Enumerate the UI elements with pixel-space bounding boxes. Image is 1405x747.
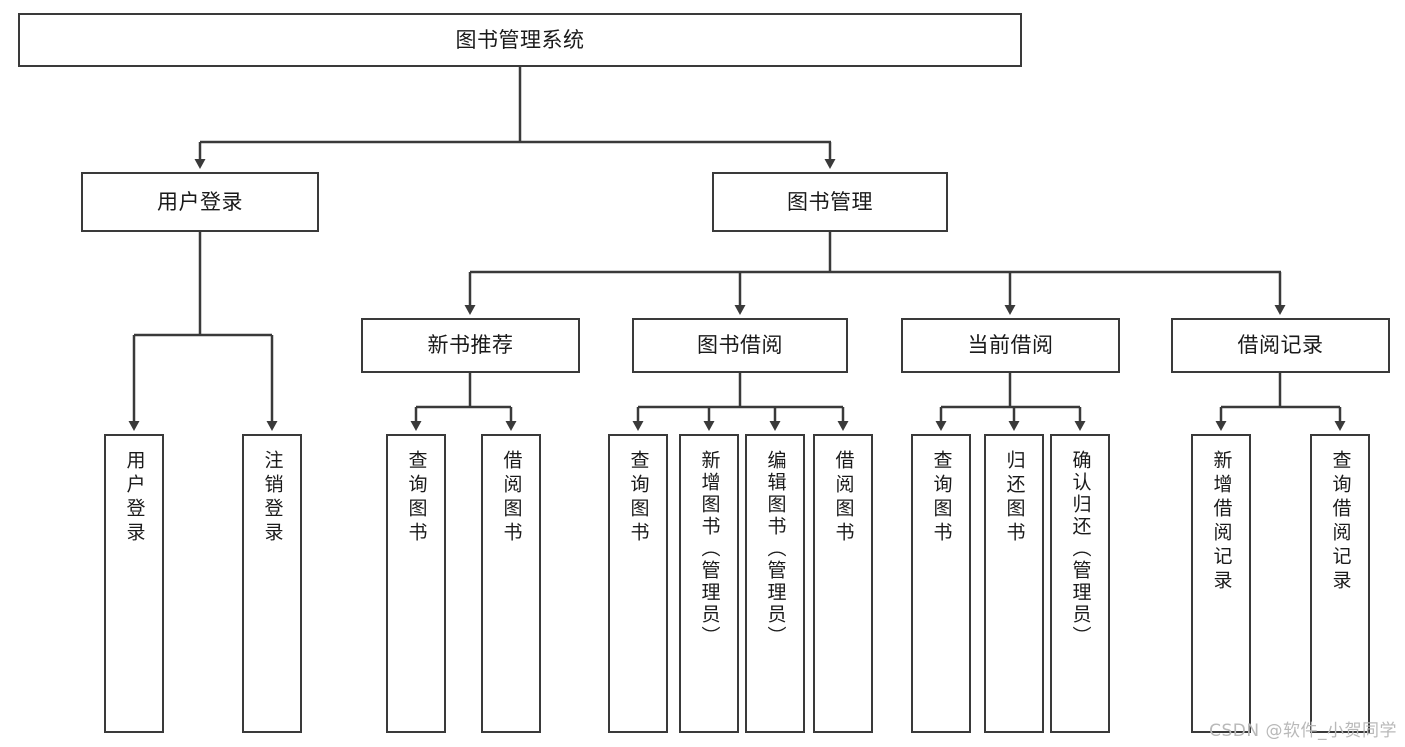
node-root-label: 图书管理系统 bbox=[455, 27, 585, 52]
node-leaf-6[interactable]: 编辑图书（管理员） bbox=[745, 434, 805, 733]
node-root[interactable]: 图书管理系统 bbox=[18, 13, 1022, 67]
node-leaf-0[interactable]: 用户登录 bbox=[104, 434, 164, 733]
node-leaf-9[interactable]: 归还图书 bbox=[984, 434, 1044, 733]
node-level3-1-label: 图书借阅 bbox=[697, 333, 783, 358]
node-level3-3-label: 借阅记录 bbox=[1237, 333, 1324, 358]
node-level3-0-label: 新书推荐 bbox=[427, 333, 514, 358]
node-leaf-5-label: 新增图书（管理员） bbox=[698, 450, 721, 648]
node-leaf-7[interactable]: 借阅图书 bbox=[813, 434, 873, 733]
node-level2-0[interactable]: 用户登录 bbox=[81, 172, 319, 232]
node-leaf-1-label: 注销登录 bbox=[261, 450, 284, 546]
node-leaf-8[interactable]: 查询图书 bbox=[911, 434, 971, 733]
node-leaf-7-label: 借阅图书 bbox=[832, 450, 855, 546]
node-level2-1[interactable]: 图书管理 bbox=[712, 172, 948, 232]
node-leaf-9-label: 归还图书 bbox=[1003, 450, 1026, 546]
node-leaf-4[interactable]: 查询图书 bbox=[608, 434, 668, 733]
node-leaf-11[interactable]: 新增借阅记录 bbox=[1191, 434, 1251, 733]
watermark: CSDN @软件_小贺同学 bbox=[1209, 721, 1397, 741]
node-leaf-4-label: 查询图书 bbox=[627, 450, 650, 546]
node-leaf-2-label: 查询图书 bbox=[405, 450, 428, 546]
node-leaf-8-label: 查询图书 bbox=[930, 450, 953, 546]
node-level3-2-label: 当前借阅 bbox=[967, 333, 1054, 358]
node-level3-1[interactable]: 图书借阅 bbox=[632, 318, 848, 373]
node-level3-3[interactable]: 借阅记录 bbox=[1171, 318, 1390, 373]
node-leaf-1[interactable]: 注销登录 bbox=[242, 434, 302, 733]
node-leaf-2[interactable]: 查询图书 bbox=[386, 434, 446, 733]
node-leaf-11-label: 新增借阅记录 bbox=[1210, 450, 1233, 594]
node-leaf-0-label: 用户登录 bbox=[123, 450, 146, 546]
node-leaf-5[interactable]: 新增图书（管理员） bbox=[679, 434, 739, 733]
node-level2-1-label: 图书管理 bbox=[787, 189, 873, 214]
node-leaf-3[interactable]: 借阅图书 bbox=[481, 434, 541, 733]
node-level2-0-label: 用户登录 bbox=[157, 189, 243, 214]
node-leaf-3-label: 借阅图书 bbox=[500, 450, 523, 546]
node-leaf-12-label: 查询借阅记录 bbox=[1329, 450, 1352, 594]
node-leaf-10-label: 确认归还（管理员） bbox=[1069, 450, 1092, 648]
node-level3-2[interactable]: 当前借阅 bbox=[901, 318, 1120, 373]
node-leaf-12[interactable]: 查询借阅记录 bbox=[1310, 434, 1370, 733]
node-leaf-6-label: 编辑图书（管理员） bbox=[764, 450, 787, 648]
node-leaf-10[interactable]: 确认归还（管理员） bbox=[1050, 434, 1110, 733]
node-level3-0[interactable]: 新书推荐 bbox=[361, 318, 580, 373]
